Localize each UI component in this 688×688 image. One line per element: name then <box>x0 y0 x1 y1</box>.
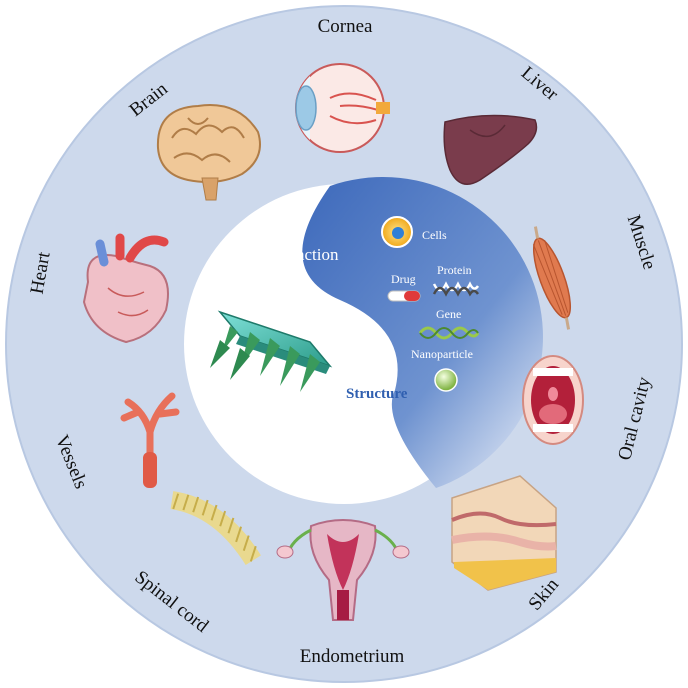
gene-label: Gene <box>436 307 461 321</box>
cells-label: Cells <box>422 228 447 242</box>
nanoparticle-label: Nanoparticle <box>411 347 473 361</box>
eye-icon <box>295 63 390 153</box>
mouth-icon <box>522 355 584 445</box>
organ-label-cornea: Cornea <box>318 16 373 37</box>
protein-icon <box>432 281 480 297</box>
skin-icon <box>451 475 557 591</box>
drug-label: Drug <box>391 272 416 286</box>
cell-icon <box>381 216 413 248</box>
function-label: Function <box>278 245 339 264</box>
spine-icon <box>170 491 261 566</box>
vessel-icon <box>120 392 180 488</box>
gene-icon <box>418 326 480 340</box>
structure-label: Structure <box>346 386 408 402</box>
microneedle-patch-icon <box>210 310 333 392</box>
drug-capsule-icon <box>387 290 421 302</box>
organ-label-endometrium: Endometrium <box>300 646 405 667</box>
muscle-icon <box>532 226 572 330</box>
liver-icon <box>443 114 538 185</box>
brain-icon <box>156 104 261 201</box>
function-structure-yin-shape <box>302 176 543 488</box>
heart-icon <box>82 233 169 344</box>
protein-label: Protein <box>437 263 472 277</box>
uterus-icon <box>276 519 410 621</box>
nanoparticle-icon <box>434 368 458 392</box>
